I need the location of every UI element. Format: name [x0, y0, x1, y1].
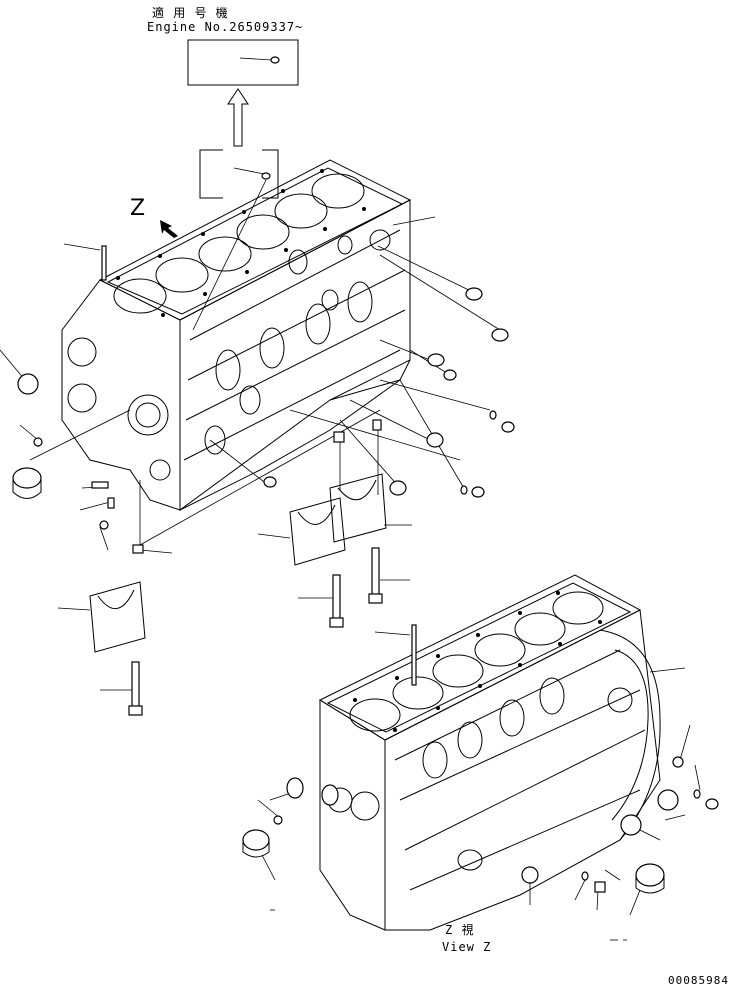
leader-lines-lower — [257, 631, 701, 916]
inset-box-lower — [192, 149, 279, 331]
main-bearing-cap-2 — [329, 473, 412, 543]
misc-marks — [270, 909, 627, 941]
applicable-machines-label: 適 用 号 機 — [152, 6, 229, 20]
cylinder-block-main — [61, 159, 412, 511]
main-bearing-bolts — [100, 547, 410, 716]
up-arrow — [227, 88, 249, 147]
view-letter-z: Z — [130, 196, 146, 221]
engine-number-label: Engine No.26509337~ — [147, 20, 304, 34]
main-bearing-cap-3 — [57, 581, 146, 653]
inset-box-top — [187, 39, 299, 86]
loose-parts-lower — [242, 624, 719, 894]
figure-id: 00085984 — [668, 974, 729, 987]
view-z-label: View Z — [442, 940, 492, 954]
loose-parts-upper — [12, 245, 515, 554]
view-z-arrow — [160, 220, 178, 238]
view-z-jp-label: Z 視 — [445, 923, 475, 937]
leader-lines-upper — [0, 216, 501, 554]
cylinder-block-view-z — [318, 574, 661, 931]
